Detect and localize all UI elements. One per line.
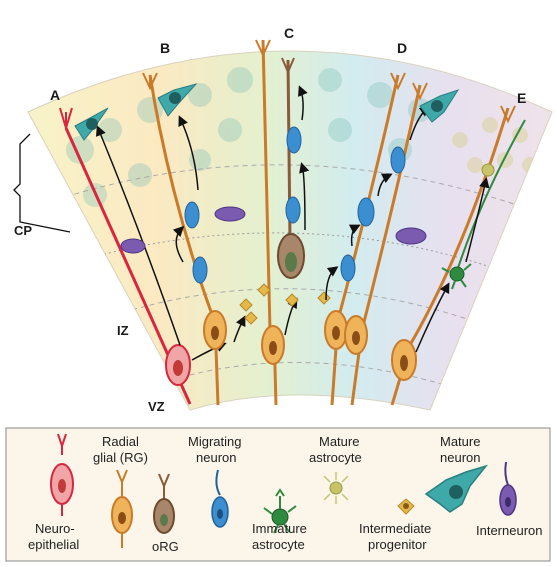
- legend: Neuro- epithelial Radial glial (RG) oRG …: [6, 428, 550, 561]
- legend-neuroepithelial-label-2: epithelial: [28, 537, 79, 552]
- legend-migrating-neuron-label-2: neuron: [196, 450, 236, 465]
- zone-label-iz: IZ: [117, 323, 129, 338]
- panel-label-b: B: [160, 40, 170, 56]
- panel-label-d: D: [397, 40, 407, 56]
- panel-label-e: E: [517, 90, 526, 106]
- org-cell: [278, 234, 304, 278]
- legend-org-label: oRG: [152, 539, 179, 554]
- legend-intermediate-progenitor-label-2: progenitor: [368, 537, 427, 552]
- legend-neuroepithelial-label: Neuro-: [35, 521, 75, 536]
- legend-immature-astrocyte-label: Immature: [252, 521, 307, 536]
- legend-intermediate-progenitor-label: Intermediate: [359, 521, 431, 536]
- zone-label-vz: VZ: [148, 399, 165, 414]
- legend-radial-glial-label: Radial: [102, 434, 139, 449]
- panel-label-a: A: [50, 87, 60, 103]
- mature-astrocyte-e: [482, 164, 494, 176]
- legend-immature-astrocyte-label-2: astrocyte: [252, 537, 305, 552]
- panel-label-c: C: [284, 25, 294, 41]
- legend-mature-neuron-label-2: neuron: [440, 450, 480, 465]
- legend-migrating-neuron-label: Migrating: [188, 434, 241, 449]
- legend-mature-neuron-label: Mature: [440, 434, 480, 449]
- zone-label-cp: CP: [14, 223, 32, 238]
- legend-mature-astrocyte-label: Mature: [319, 434, 359, 449]
- legend-radial-glial-label-2: glial (RG): [93, 450, 148, 465]
- legend-mature-astrocyte-label-2: astrocyte: [309, 450, 362, 465]
- legend-interneuron-label: Interneuron: [476, 523, 543, 538]
